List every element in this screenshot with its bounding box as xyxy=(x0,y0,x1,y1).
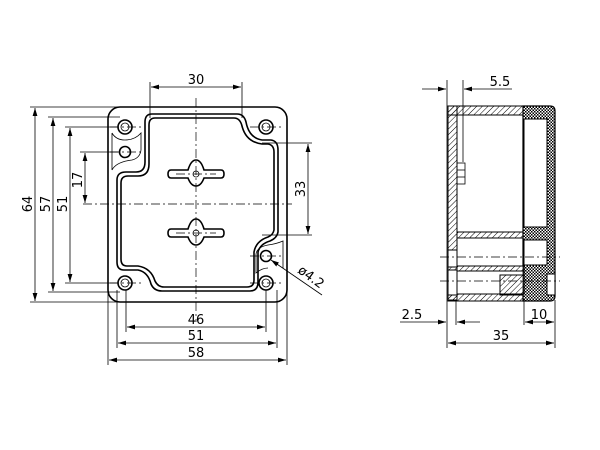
side-dimension-lines xyxy=(400,86,554,346)
gasket-groove-outer xyxy=(116,113,279,292)
dim-hole-height: 57 xyxy=(39,196,54,213)
lower-wall xyxy=(456,265,525,272)
dim-right-height: 33 xyxy=(294,181,309,198)
boss-insert xyxy=(499,274,525,296)
dim-inner-width: 51 xyxy=(188,329,205,344)
dim-hole-diameter: ø4.2 xyxy=(295,263,327,292)
dimension-lines xyxy=(32,84,323,363)
dim-overall-depth: 35 xyxy=(493,329,510,344)
extension-lines xyxy=(30,82,312,365)
dim-overall-width: 58 xyxy=(188,346,205,361)
dim-inner-height: 51 xyxy=(56,196,71,213)
front-view: 30 64 57 51 17 33 46 51 58 ø4.2 xyxy=(21,73,327,365)
dim-lid-depth: 10 xyxy=(531,308,548,323)
gasket-groove-inner xyxy=(120,117,275,288)
dim-overall-height: 64 xyxy=(21,196,36,213)
rib-detail xyxy=(456,162,466,185)
right-boss-outline xyxy=(255,240,284,274)
dim-hole-spacing: 46 xyxy=(188,313,205,328)
mid-wall xyxy=(456,231,525,239)
side-extension-lines xyxy=(446,80,556,348)
dim-wall-thickness: 2.5 xyxy=(402,308,423,323)
enclosure-outline xyxy=(107,106,288,303)
side-view: 5.5 2.5 10 35 xyxy=(400,75,560,348)
dim-hole-offset: 17 xyxy=(71,172,86,189)
dim-top-offset: 5.5 xyxy=(490,75,511,90)
left-boss-outline xyxy=(111,131,142,171)
top-wall xyxy=(447,105,525,116)
dim-top-width: 30 xyxy=(188,73,205,88)
